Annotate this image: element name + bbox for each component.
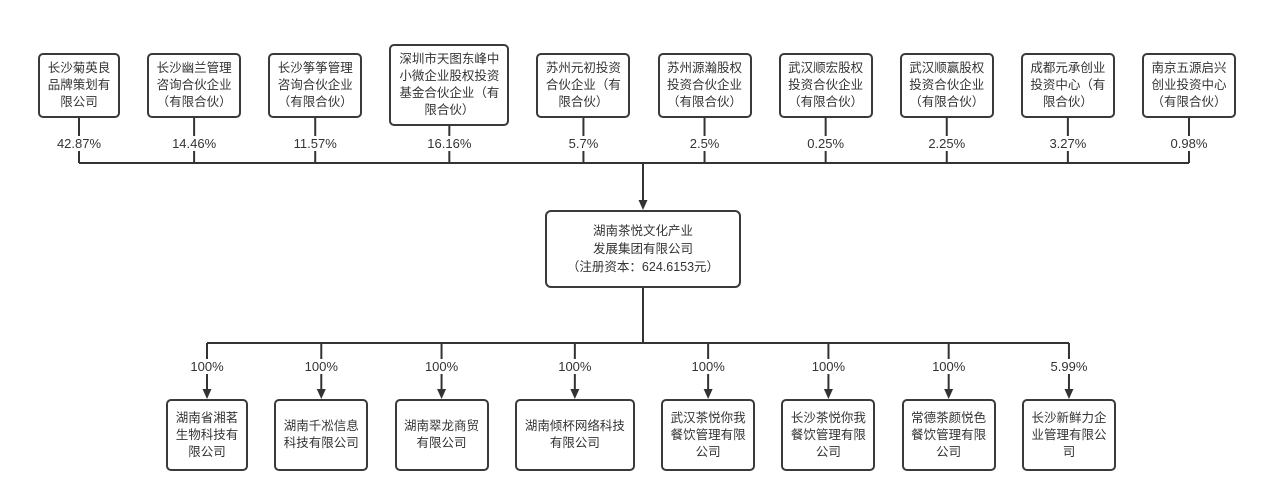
ownership-percent-label: 100% <box>187 359 227 374</box>
company-box: 长沙幽兰管理咨询合伙企业（有限合伙） <box>147 52 242 118</box>
ownership-percent-label: 100% <box>555 359 595 374</box>
company-node: 长沙幽兰管理咨询合伙企业（有限合伙） 14.46% <box>147 45 242 151</box>
ownership-percent-label: 5.7% <box>565 136 602 151</box>
ownership-percent-label: 16.16% <box>424 136 475 151</box>
ownership-percent-label: 100% <box>929 359 969 374</box>
company-box: 武汉茶悦你我餐饮管理有限公司 <box>661 399 756 471</box>
company-node: 武汉顺赢股权投资合伙企业（有限合伙） 2.25% <box>899 45 994 151</box>
ownership-percent-label: 11.57% <box>290 136 340 151</box>
ownership-percent-label: 3.27% <box>1046 136 1090 151</box>
company-node: 苏州源瀚股权投资合伙企业（有限合伙） 2.5% <box>657 45 752 151</box>
company-box: 苏州元初投资合伙企业（有限合伙） <box>536 52 631 118</box>
company-box: 湖南翠龙商贸有限公司 <box>394 399 489 471</box>
company-node: 湖南倾杯网络科技有限公司 100% <box>514 359 635 471</box>
parent-company-name-line2: 发展集团有限公司 <box>592 242 693 256</box>
ownership-percent-label: 2.25% <box>925 136 969 151</box>
company-node: 长沙筝筝管理咨询合伙企业（有限合伙） 11.57% <box>268 45 363 151</box>
company-box: 成都元承创业投资中心（有限合伙） <box>1020 52 1115 118</box>
company-node: 湖南翠龙商贸有限公司 100% <box>394 359 489 471</box>
ownership-percent-label: 0.98% <box>1167 136 1211 151</box>
parent-company-registered-capital: （注册资本：624.6153元） <box>566 260 720 274</box>
ownership-percent-label: 5.99% <box>1047 359 1091 374</box>
company-node: 湖南千凇信息科技有限公司 100% <box>274 359 369 471</box>
company-box: 长沙筝筝管理咨询合伙企业（有限合伙） <box>268 52 363 118</box>
company-node: 苏州元初投资合伙企业（有限合伙） 5.7% <box>536 45 631 151</box>
ownership-percent-label: 14.46% <box>169 136 220 151</box>
company-box: 湖南省湘茗生物科技有限公司 <box>166 399 248 471</box>
company-node: 长沙菊英良品牌策划有限公司 42.87% <box>38 45 120 151</box>
company-box: 湖南千凇信息科技有限公司 <box>274 399 369 471</box>
ownership-percent-label: 2.5% <box>686 136 723 151</box>
ownership-percent-label: 100% <box>688 359 728 374</box>
ownership-percent-label: 100% <box>808 359 849 374</box>
company-box: 长沙新鲜力企业管理有限公司 <box>1021 399 1116 471</box>
ownership-percent-label: 0.25% <box>804 136 848 151</box>
company-box: 湖南倾杯网络科技有限公司 <box>514 399 635 471</box>
company-box: 长沙菊英良品牌策划有限公司 <box>38 52 120 118</box>
company-node: 长沙茶悦你我餐饮管理有限公司 100% <box>781 359 876 471</box>
company-node: 武汉茶悦你我餐饮管理有限公司 100% <box>661 359 756 471</box>
shareholders-row: 长沙菊英良品牌策划有限公司 42.87% 长沙幽兰管理咨询合伙企业（有限合伙） 14.… <box>38 44 1236 151</box>
company-box: 深圳市天图东峰中小微企业股权投资基金合伙企业（有限合伙） <box>389 44 510 126</box>
parent-company-box: 湖南茶悦文化产业 发展集团有限公司 （注册资本：624.6153元） <box>545 210 741 288</box>
company-box: 武汉顺宏股权投资合伙企业（有限合伙） <box>778 52 873 118</box>
company-box: 常德茶颜悦色餐饮管理有限公司 <box>901 399 996 471</box>
ownership-percent-label: 42.87% <box>53 136 105 151</box>
company-node: 成都元承创业投资中心（有限合伙） 3.27% <box>1020 45 1115 151</box>
company-box: 武汉顺赢股权投资合伙企业（有限合伙） <box>899 52 994 118</box>
ownership-percent-label: 100% <box>421 359 462 374</box>
company-node: 武汉顺宏股权投资合伙企业（有限合伙） 0.25% <box>778 45 873 151</box>
company-box: 南京五源启兴创业投资中心（有限合伙） <box>1141 52 1236 118</box>
company-node: 南京五源启兴创业投资中心（有限合伙） 0.98% <box>1141 45 1236 151</box>
company-node: 深圳市天图东峰中小微企业股权投资基金合伙企业（有限合伙） 16.16% <box>389 44 510 151</box>
ownership-percent-label: 100% <box>301 359 341 374</box>
company-node: 长沙新鲜力企业管理有限公司 5.99% <box>1021 359 1116 471</box>
company-node: 湖南省湘茗生物科技有限公司 100% <box>166 359 248 471</box>
parent-company-name-line1: 湖南茶悦文化产业 <box>592 224 693 238</box>
company-box: 长沙茶悦你我餐饮管理有限公司 <box>781 399 876 471</box>
company-node: 常德茶颜悦色餐饮管理有限公司 100% <box>901 359 996 471</box>
company-box: 苏州源瀚股权投资合伙企业（有限合伙） <box>657 52 752 118</box>
